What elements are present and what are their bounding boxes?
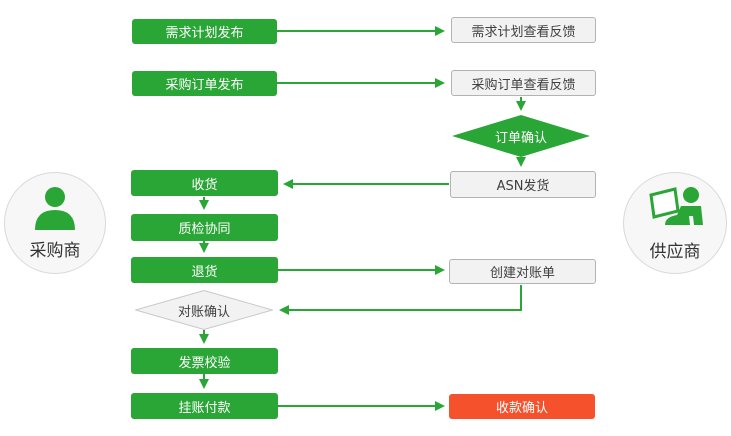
node-demand-plan-feedback[interactable]: 需求计划查看反馈 — [451, 17, 596, 43]
supplier-laptop-person-icon — [645, 185, 705, 235]
diamond-label: 订单确认 — [494, 130, 547, 146]
actor-supplier: 供应商 — [623, 172, 727, 274]
node-book-payment[interactable]: 挂账付款 — [131, 393, 278, 419]
node-asn-ship[interactable]: ASN发货 — [450, 171, 596, 198]
actor-buyer-label: 采购商 — [29, 240, 81, 261]
node-receipt-confirm[interactable]: 收款确认 — [449, 394, 595, 419]
node-create-statement[interactable]: 创建对账单 — [449, 259, 596, 284]
edge-statement-to-confirm — [279, 285, 522, 315]
node-statement-confirm[interactable]: 对账确认 — [135, 290, 273, 330]
diamond-shape-gray — [135, 290, 273, 330]
node-po-feedback[interactable]: 采购订单查看反馈 — [451, 70, 596, 96]
node-demand-plan-publish[interactable]: 需求计划发布 — [132, 19, 277, 44]
node-po-publish[interactable]: 采购订单发布 — [132, 71, 277, 96]
buyer-person-icon — [32, 186, 78, 234]
node-receive[interactable]: 收货 — [131, 170, 278, 196]
node-invoice-verify[interactable]: 发票校验 — [131, 348, 278, 374]
actor-supplier-label: 供应商 — [649, 241, 701, 262]
node-order-confirm[interactable]: 订单确认 — [452, 115, 590, 157]
actor-buyer: 采购商 — [4, 172, 106, 274]
node-quality-collab[interactable]: 质检协同 — [131, 214, 278, 241]
diamond-label: 对账确认 — [177, 304, 230, 320]
diamond-shape-green — [452, 115, 590, 157]
node-return-goods[interactable]: 退货 — [131, 257, 278, 283]
